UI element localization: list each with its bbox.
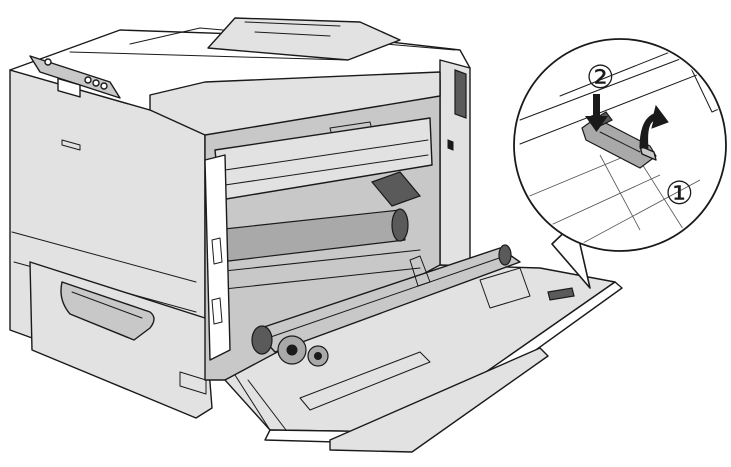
cover-latch[interactable] xyxy=(547,287,575,301)
sub-tray xyxy=(329,347,549,453)
curved-arrow-icon xyxy=(639,104,669,149)
panel-button[interactable] xyxy=(92,79,100,87)
inner-knob[interactable] xyxy=(370,171,422,207)
arrow-down-icon xyxy=(585,94,608,132)
lcd-display xyxy=(57,77,81,98)
step-2-label: ② xyxy=(586,58,615,96)
zoom-callout: ② ① xyxy=(513,38,727,289)
printer-body xyxy=(9,17,471,419)
upper-cover-bar xyxy=(149,71,441,136)
panel-button[interactable] xyxy=(44,58,52,66)
panel-button[interactable] xyxy=(100,82,108,90)
front-cover-open[interactable] xyxy=(224,244,623,453)
step-1-label: ① xyxy=(665,174,694,212)
control-panel xyxy=(29,55,121,99)
panel-button[interactable] xyxy=(84,76,92,84)
output-tray xyxy=(207,17,401,61)
